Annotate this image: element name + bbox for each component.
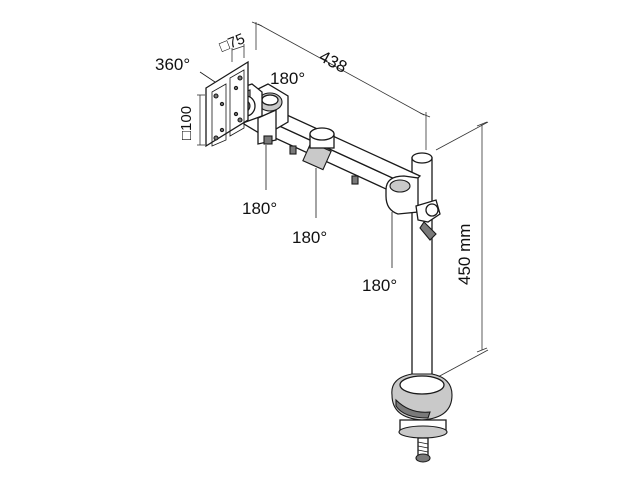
dimension-vesa: [197, 44, 245, 146]
label-mid-joint-rotation: 180°: [292, 228, 327, 247]
desk-clamp: [391, 373, 453, 463]
pole-joint: [385, 175, 441, 241]
label-arm-length: 438: [316, 47, 350, 77]
label-tilt-head-rotation: 180°: [270, 69, 305, 88]
label-pole-height: 450 mm: [455, 224, 474, 285]
label-pole-joint-rotation: 180°: [362, 276, 397, 295]
label-vesa-100: □100: [178, 106, 195, 140]
vesa-plate: [205, 60, 249, 148]
dimension-arm-length: [251, 21, 431, 150]
label-vesa-75: □75: [217, 30, 247, 55]
label-rotate-plate: 360°: [155, 55, 190, 74]
label-head-joint-rotation: 180°: [242, 199, 277, 218]
dimension-pole-height: [435, 121, 489, 379]
